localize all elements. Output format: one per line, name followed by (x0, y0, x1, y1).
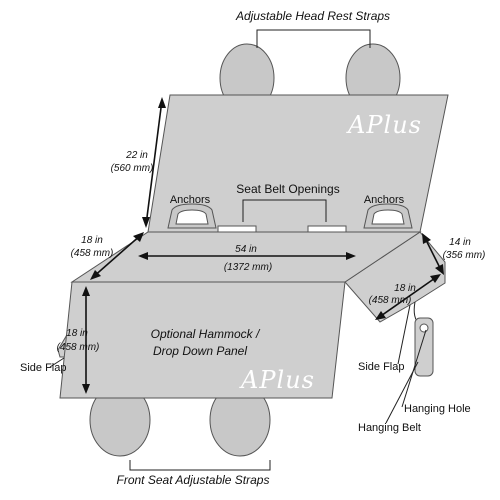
back-height-mm-label: (560 mm) (111, 163, 154, 174)
left-depth-arrowhead-top (133, 232, 144, 242)
right-depth-in-label: 18 in (394, 283, 416, 294)
right-depth-mm-label: (458 mm) (369, 295, 412, 306)
right-width-in-label: 14 in (449, 237, 471, 248)
side-flap-left-label: Side Flap (20, 362, 66, 374)
right-width-arrowhead-top (422, 233, 431, 244)
right-width-arrowhead-bottom (435, 264, 444, 275)
seat-belt-leader (242, 199, 327, 210)
right-depth-arrowhead-top (430, 274, 441, 283)
right-width-mm-label: (356 mm) (443, 250, 486, 261)
hanging-belt (414, 317, 434, 377)
width-mm-label: (1372 mm) (224, 262, 272, 273)
left-depth-arrowhead-bottom (90, 270, 101, 280)
back-height-arrowhead-bottom (142, 217, 150, 228)
hanging-hole-label: Hanging Hole (404, 403, 471, 415)
panel-depth-in-label: 18 in (66, 328, 88, 339)
brand-logo-bottom: APlus (239, 366, 315, 394)
hanging-belt-leader (385, 361, 419, 424)
panel-depth-arrowhead-top (82, 286, 90, 296)
hanging-hole-shape (419, 323, 429, 333)
right-depth-arrowhead-bottom (375, 311, 386, 320)
width-arrowhead-left (138, 252, 148, 260)
side-flap-left-leader (49, 357, 65, 368)
seat-belt-opening-left (217, 225, 257, 233)
front-straps-label: Front Seat Adjustable Straps (117, 473, 270, 487)
hanging-hole-leader (401, 329, 427, 408)
drop-panel-line2: Drop Down Panel (153, 344, 247, 358)
anchors-left-label: Anchors (170, 194, 211, 206)
brand-logo-top: APlus (346, 111, 422, 139)
right-depth-arrow (377, 275, 439, 319)
back-height-arrowhead-top (158, 97, 166, 108)
front-strap-bracket (129, 460, 271, 471)
hanging-belt-label: Hanging Belt (358, 422, 421, 434)
seat-belt-openings-label: Seat Belt Openings (236, 182, 339, 196)
left-depth-mm-label: (458 mm) (71, 248, 114, 259)
side-flap-right-leader (397, 304, 411, 365)
back-height-in-label: 22 in (125, 150, 148, 161)
drop-panel-line1: Optional Hammock / (151, 327, 261, 341)
headrest-strap-bracket (256, 29, 371, 48)
width-in-label: 54 in (235, 244, 257, 255)
side-flap-right-label: Side Flap (358, 361, 404, 373)
width-arrowhead-right (346, 252, 356, 260)
left-depth-in-label: 18 in (81, 235, 103, 246)
panel-depth-arrowhead-bottom (82, 384, 90, 394)
drop-down-panel (59, 281, 346, 399)
anchor-right-hole (371, 209, 405, 225)
anchor-left-hole (175, 209, 209, 225)
back-height-arrow (145, 99, 163, 226)
headrest-straps-label: Adjustable Head Rest Straps (235, 9, 390, 23)
seat-belt-opening-right (307, 225, 347, 233)
panel-depth-mm-label: (458 mm) (57, 342, 100, 353)
anchors-right-label: Anchors (364, 194, 405, 206)
left-depth-arrow (91, 233, 143, 279)
